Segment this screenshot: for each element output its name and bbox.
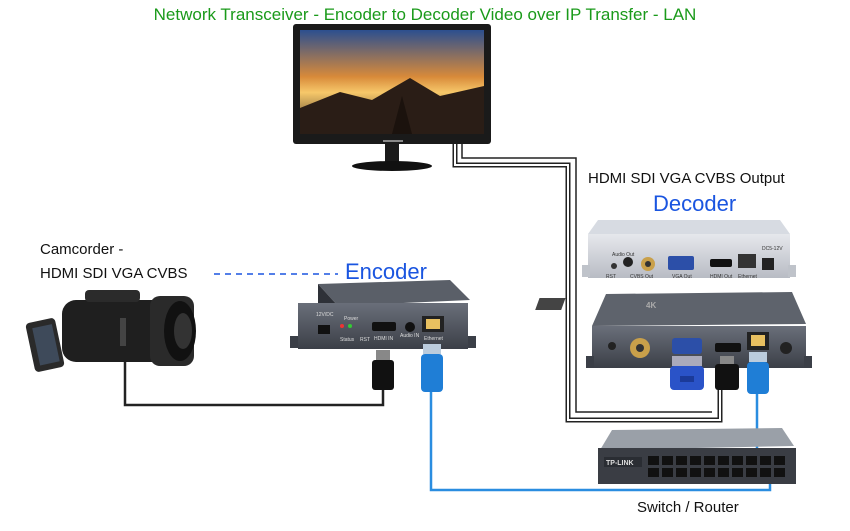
encoder-hdmi-plug [372,350,394,390]
decoder-title: Decoder [653,191,737,216]
decoder-ethernet-label: Ethernet [738,274,758,280]
camcorder-formats-label: HDMI SDI VGA CVBS [40,265,188,282]
decoder-rst-label: RST [606,274,616,280]
monitor-hdmi-cable [452,142,723,423]
encoder-ethernet-label: Ethernet [424,336,444,342]
decoder-audio-out-label: Audio Out [612,252,635,258]
switch-brand: TP-LINK [606,460,634,467]
diagram-title: Network Transceiver - Encoder to Decoder… [153,5,697,24]
switch-label: Switch / Router [637,499,739,516]
decoder-hdmi-plug [715,356,739,390]
camcorder [25,290,196,372]
encoder-audio-label: Audio IN [400,333,420,339]
decoder-dc-label: DC5-12V [762,246,783,252]
encoder-rst-label: RST [360,337,370,343]
decoder-cvbs-label: CVBS Out [630,274,654,280]
monitor [293,24,491,171]
encoder-dc-label: 12V/DC [316,312,334,318]
encoder-hdmi-label: HDMI IN [374,336,394,342]
encoder-device: 12V/DC Power Status RST HDMI IN Audio IN… [290,280,476,349]
decoder-hdmi-label: HDMI Out [710,274,733,280]
decoder-rj45-plug [747,352,769,394]
decoder-vga-plug [670,356,704,390]
decoder-output-label: HDMI SDI VGA CVBS Output [588,170,785,187]
encoder-title: Encoder [345,259,427,284]
decoder-vga-label: VGA Out [672,274,692,280]
encoder-rj45-plug [421,344,443,392]
decoder-device-top: Audio Out RST CVBS Out VGA Out HDMI Out … [582,220,796,280]
camcorder-label: Camcorder - [40,241,124,258]
camcorder-hdmi-cable [123,340,385,407]
decoder-4k-badge: 4K [646,301,656,310]
encoder-status-label: Status [340,337,355,343]
encoder-power-label: Power [344,316,359,322]
network-switch: TP-LINK [598,428,796,484]
